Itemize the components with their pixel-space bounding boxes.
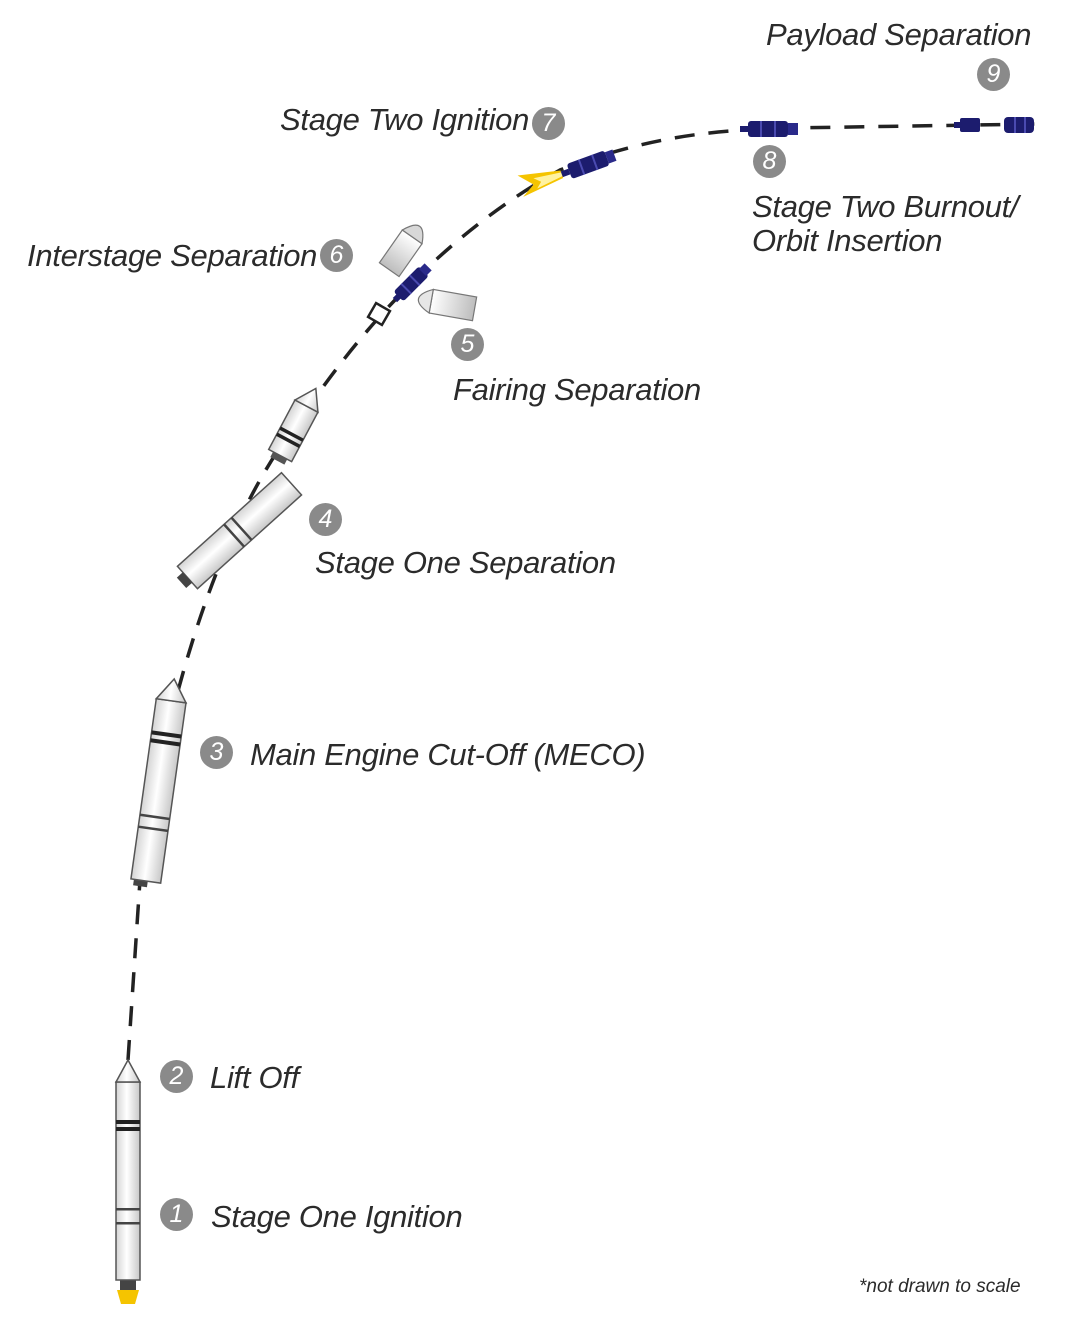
step-badge-6: 6 [320, 239, 353, 272]
step-badge-4: 4 [309, 503, 342, 536]
stage-one-spent [176, 471, 303, 590]
payload [1004, 117, 1034, 133]
footnote: *not drawn to scale [859, 1276, 1021, 1297]
step-label-4: Stage One Separation [315, 545, 616, 580]
step-label-8-line-2: Orbit Insertion [752, 223, 943, 258]
step-badge-7: 7 [532, 107, 565, 140]
step-label-9: Payload Separation [766, 17, 1032, 52]
stage-two-burnout [740, 121, 798, 137]
step-label-5: Fairing Separation [453, 372, 701, 407]
step-label-1: Stage One Ignition [211, 1199, 463, 1234]
fairing-half-upper [378, 224, 424, 278]
engine-flame-icon [117, 1290, 139, 1304]
step-label-6: Interstage Separation [27, 238, 318, 273]
fairing-half-lower [417, 288, 478, 322]
step-label-8-line-1: Stage Two Burnout/ [752, 189, 1019, 224]
trajectory-path [126, 122, 1036, 1061]
step-label-7: Stage Two Ignition [280, 102, 530, 137]
stage-two-ignition [517, 149, 617, 197]
interstage-ring [366, 301, 392, 327]
step-badge-2: 2 [160, 1060, 193, 1093]
step-badge-5: 5 [451, 328, 484, 361]
step-badge-9: 9 [977, 58, 1010, 91]
step-badge-8: 8 [753, 145, 786, 178]
step-label-3: Main Engine Cut-Off (MECO) [250, 737, 646, 772]
stage-two-separated [954, 118, 980, 132]
rocket-meco [130, 677, 188, 888]
upper-stack [267, 387, 319, 465]
step-label-2: Lift Off [210, 1060, 299, 1095]
rocket-liftoff [114, 1058, 142, 1304]
step-badge-1: 1 [160, 1198, 193, 1231]
step-badge-3: 3 [200, 736, 233, 769]
